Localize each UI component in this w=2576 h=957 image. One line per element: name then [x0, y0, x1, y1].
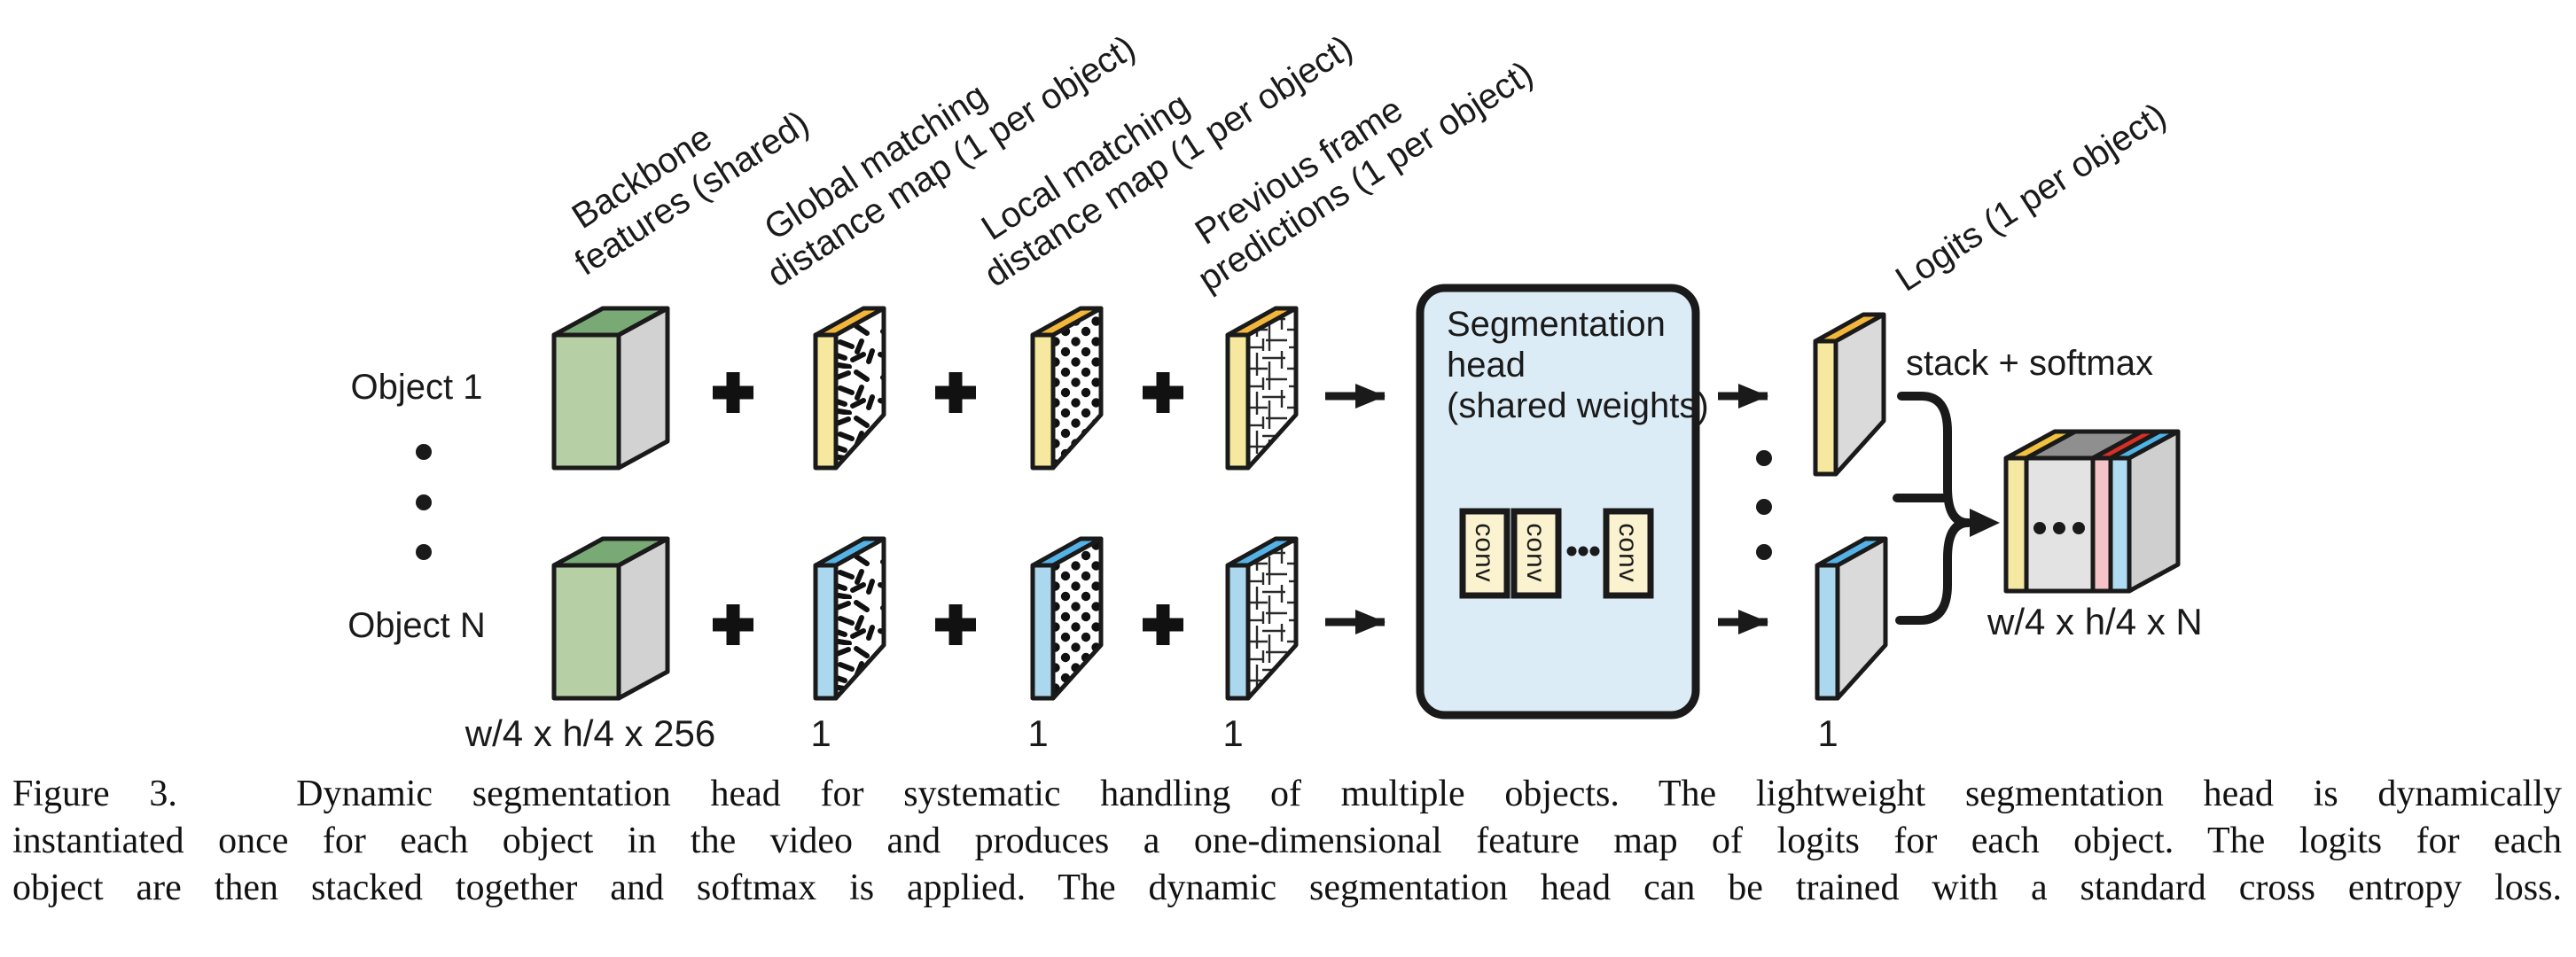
global-map-objectN [813, 536, 886, 701]
caption-line: Figure 3. Dynamic segmentation head for … [12, 774, 2562, 814]
label-backbone-features: Backbone features (shared) [566, 104, 816, 284]
dim-previous: 1 [1222, 712, 1243, 754]
backbone-box-objectN [551, 536, 670, 701]
dim-global: 1 [810, 712, 831, 754]
conv-block [1510, 508, 1562, 599]
segmentation-head-diagram: Backbone features (shared) Global matchi… [347, 28, 2203, 754]
output-ellipsis-icon [2033, 522, 2085, 534]
conv-label: conv [1521, 523, 1550, 582]
backbone-box-object1 [551, 306, 670, 471]
seg-head-title-line2: head [1447, 346, 1526, 385]
plus-icon [713, 372, 753, 413]
dim-logits: 1 [1817, 712, 1838, 754]
output-volume [2003, 429, 2181, 594]
previous-predictions-objectN [1225, 536, 1299, 701]
seg-head-title-line1: Segmentation [1447, 305, 1666, 344]
figure-caption: Figure 3. Dynamic segmentation head for … [12, 771, 2562, 912]
logits-slab-objectN [1815, 536, 1888, 701]
plus-icon [935, 604, 976, 645]
conv-ellipsis-icon [1566, 546, 1600, 556]
object-n-label: Object N [347, 606, 486, 645]
label-logits: Logits (1 per object) [1889, 96, 2173, 299]
dim-output: w/4 x h/4 x N [1987, 601, 2203, 642]
dim-backbone: w/4 x h/4 x 256 [464, 712, 716, 754]
local-map-objectN [1030, 536, 1104, 701]
object-ellipsis-icon [416, 444, 432, 560]
global-map-object1 [813, 306, 886, 471]
conv-block [1459, 508, 1510, 599]
plus-icon [935, 372, 976, 413]
previous-predictions-object1 [1225, 306, 1299, 471]
object-1-label: Object 1 [351, 368, 483, 407]
plus-icon [1143, 372, 1183, 413]
logits-slab-object1 [1813, 312, 1886, 477]
merge-arrowhead-icon [1970, 509, 2000, 537]
local-map-object1 [1030, 306, 1104, 471]
conv-block [1603, 508, 1654, 599]
logits-ellipsis-icon [1756, 450, 1772, 560]
stack-softmax-label: stack + softmax [1906, 344, 2153, 383]
dim-local: 1 [1027, 712, 1048, 754]
caption-line: object are then stacked together and sof… [12, 868, 2562, 908]
plus-icons [713, 372, 1183, 645]
logits-label: Logits (1 per object) [1889, 96, 2173, 299]
merge-brace [1893, 392, 1972, 625]
plus-icon [1143, 604, 1183, 645]
segmentation-head-box: Segmentation head (shared weights) conv … [1416, 284, 1709, 720]
conv-label: conv [1613, 523, 1643, 582]
conv-label: conv [1470, 523, 1499, 582]
seg-head-title-line3: (shared weights) [1447, 386, 1709, 425]
plus-icon [713, 604, 753, 645]
caption-line: instantiated once for each object in the… [12, 821, 2562, 861]
